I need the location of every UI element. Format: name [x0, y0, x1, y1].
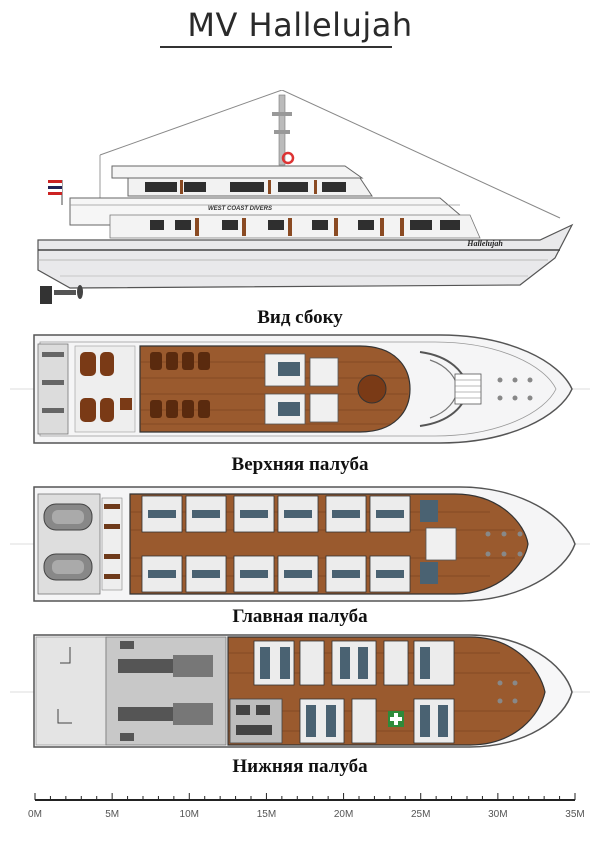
scale-label: 35M [565, 809, 585, 820]
scale-label: 30M [488, 809, 508, 820]
upper-deck-plan [10, 334, 590, 444]
title-underline [160, 46, 392, 48]
first-aid-icon [388, 711, 404, 727]
lifebuoy-icon [281, 151, 295, 165]
hull-banner-text: WEST COAST DIVERS [208, 206, 272, 212]
flag-icon [48, 180, 63, 205]
engine-icon [118, 655, 213, 725]
main-deck-caption: Главная палуба [232, 606, 368, 627]
scale-label: 0M [28, 809, 42, 820]
engine-room [105, 636, 227, 746]
top-cabin [111, 165, 364, 179]
scale-label: 5M [105, 809, 120, 820]
upper-deck-caption: Верхняя палуба [231, 454, 369, 475]
scale-bar [34, 793, 576, 801]
rigging-line [99, 90, 561, 219]
scale-label: 25M [410, 809, 431, 820]
side-view-drawing: WEST COAST DIVERS Hallelujah [37, 90, 574, 304]
scale-label: 15M [256, 809, 277, 820]
side-view-caption: Вид сбоку [257, 307, 343, 328]
hull [37, 223, 574, 289]
page-title: MV Hallelujah [187, 6, 413, 44]
lower-deck-caption: Нижняя палуба [232, 756, 368, 777]
dinghy-icon [43, 503, 93, 581]
scale-label: 10M [179, 809, 200, 820]
bow-name-text: Hallelujah [466, 239, 503, 248]
propeller-icon [40, 285, 83, 304]
lower-deck-plan [10, 634, 590, 748]
scale-label: 20M [333, 809, 354, 820]
main-deck-plan [10, 486, 590, 602]
